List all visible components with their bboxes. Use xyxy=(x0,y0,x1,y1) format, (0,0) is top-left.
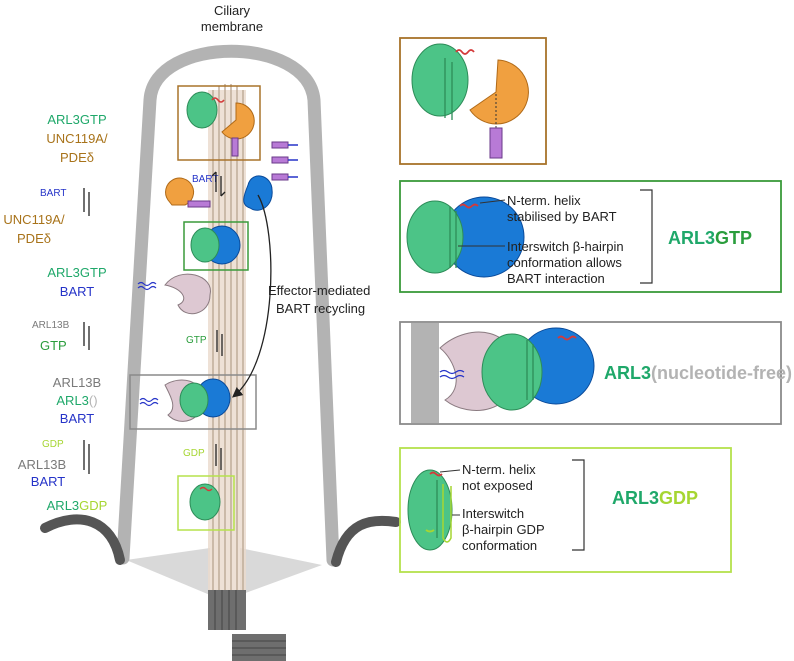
nf-title-prefix: ARL3 xyxy=(604,363,651,383)
lipid-anchored-cargo xyxy=(271,141,298,181)
left-bart-6: BART xyxy=(31,474,65,489)
left-arl3gdp-7: ARL3GDP xyxy=(47,498,108,513)
gdp-title-prefix: ARL3 xyxy=(612,488,659,508)
left-unc119-2a: UNC119A/ xyxy=(3,212,65,227)
left-bart-5: BART xyxy=(60,411,94,426)
left-arl3gtp-3: ARL3GTP xyxy=(47,265,106,280)
gdp-text-4: β-hairpin GDP xyxy=(462,522,545,537)
plasma-membrane-right xyxy=(331,515,401,567)
left-legend: ARL3GTP UNC119A/ PDEδ BART UNC119A/ PDEδ… xyxy=(3,112,108,513)
gtp-title: ARL3GTP xyxy=(668,228,752,248)
left-arl3gtp-1: ARL3GTP xyxy=(47,112,106,127)
left-arl3gdp-7-prefix: ARL3 xyxy=(47,498,80,513)
left-arl13b-6: ARL13B xyxy=(18,457,66,472)
nf-title: ARL3(nucleotide-free) xyxy=(604,363,792,383)
left-arl13b-5: ARL13B xyxy=(53,375,101,390)
ciliary-membrane-label: Ciliary xyxy=(214,3,251,18)
zoom-panel-unc119 xyxy=(399,37,547,165)
state-arl3gtp-bart-box xyxy=(183,221,249,271)
left-bart-2: BART xyxy=(40,188,67,199)
cilium-gtp-label: GTP xyxy=(186,335,207,346)
left-unc119-2b: PDEδ xyxy=(17,231,51,246)
left-arl3-5-suffix: () xyxy=(89,393,98,408)
arl13b-protein xyxy=(164,273,211,315)
left-gdp-6: GDP xyxy=(42,439,64,450)
gtp-text-1: N-term. helix xyxy=(507,193,581,208)
zoom-panel-nucleotide-free: ARL3(nucleotide-free) xyxy=(399,321,792,425)
bart-protein xyxy=(243,175,273,211)
left-arl3-5-prefix: ARL3 xyxy=(56,393,89,408)
left-bart-3: BART xyxy=(60,284,94,299)
left-unc119-1a: UNC119A/ xyxy=(46,131,108,146)
gtp-title-prefix: ARL3 xyxy=(668,228,715,248)
gdp-text-3: Interswitch xyxy=(462,506,524,521)
left-unc119-1b: PDEδ xyxy=(60,150,94,165)
basal-body xyxy=(208,590,286,661)
effector-label-1: Effector-mediated xyxy=(268,283,370,298)
gdp-title: ARL3GDP xyxy=(612,488,698,508)
zoom-panel-arl3gtp: N-term. helix stabilised by BART Intersw… xyxy=(399,180,782,293)
lipidated-cargo xyxy=(231,137,239,157)
left-arl13b-4: ARL13B xyxy=(32,320,70,331)
plasma-membrane-left xyxy=(40,514,125,565)
effector-label-2: BART recycling xyxy=(276,301,365,316)
left-arl3gdp-7-suffix: GDP xyxy=(79,498,107,513)
effector-recycling-arrow xyxy=(231,194,272,398)
state-arl13b-arl3-bart-box xyxy=(129,374,257,430)
gtp-text-5: BART interaction xyxy=(507,271,605,286)
transition-zone-shade xyxy=(126,548,210,595)
gtp-title-suffix: GTP xyxy=(715,228,752,248)
gtp-text-4: conformation allows xyxy=(507,255,622,270)
unc119-protein xyxy=(221,102,255,140)
state-arl3gdp-box xyxy=(177,475,235,531)
left-arl3-5: ARL3() xyxy=(56,393,97,408)
cilium-bart-label: BART xyxy=(192,174,219,185)
gtp-bracket xyxy=(640,189,653,284)
gdp-text-2: not exposed xyxy=(462,478,533,493)
gdp-text-5: conformation xyxy=(462,538,537,553)
left-gtp-4: GTP xyxy=(40,338,67,353)
transition-zone-shade-right xyxy=(240,548,322,595)
nf-title-suffix: (nucleotide-free) xyxy=(651,363,792,383)
state-arl3gtp-unc119-box xyxy=(177,85,261,161)
arl3-protein xyxy=(186,91,218,129)
ciliary-membrane-label-2: membrane xyxy=(201,19,263,34)
zoom-panel-arl3gdp: N-term. helix not exposed Interswitch β-… xyxy=(399,447,732,573)
gtp-text-3: Interswitch β-hairpin xyxy=(507,239,624,254)
gtp-text-2: stabilised by BART xyxy=(507,209,617,224)
gdp-text-1: N-term. helix xyxy=(462,462,536,477)
cilium-gdp-label: GDP xyxy=(183,448,205,459)
gdp-bracket xyxy=(572,459,585,551)
state-bart-unc119: BART xyxy=(165,171,273,211)
ciliary-membrane xyxy=(116,44,340,567)
gdp-title-suffix: GDP xyxy=(659,488,698,508)
